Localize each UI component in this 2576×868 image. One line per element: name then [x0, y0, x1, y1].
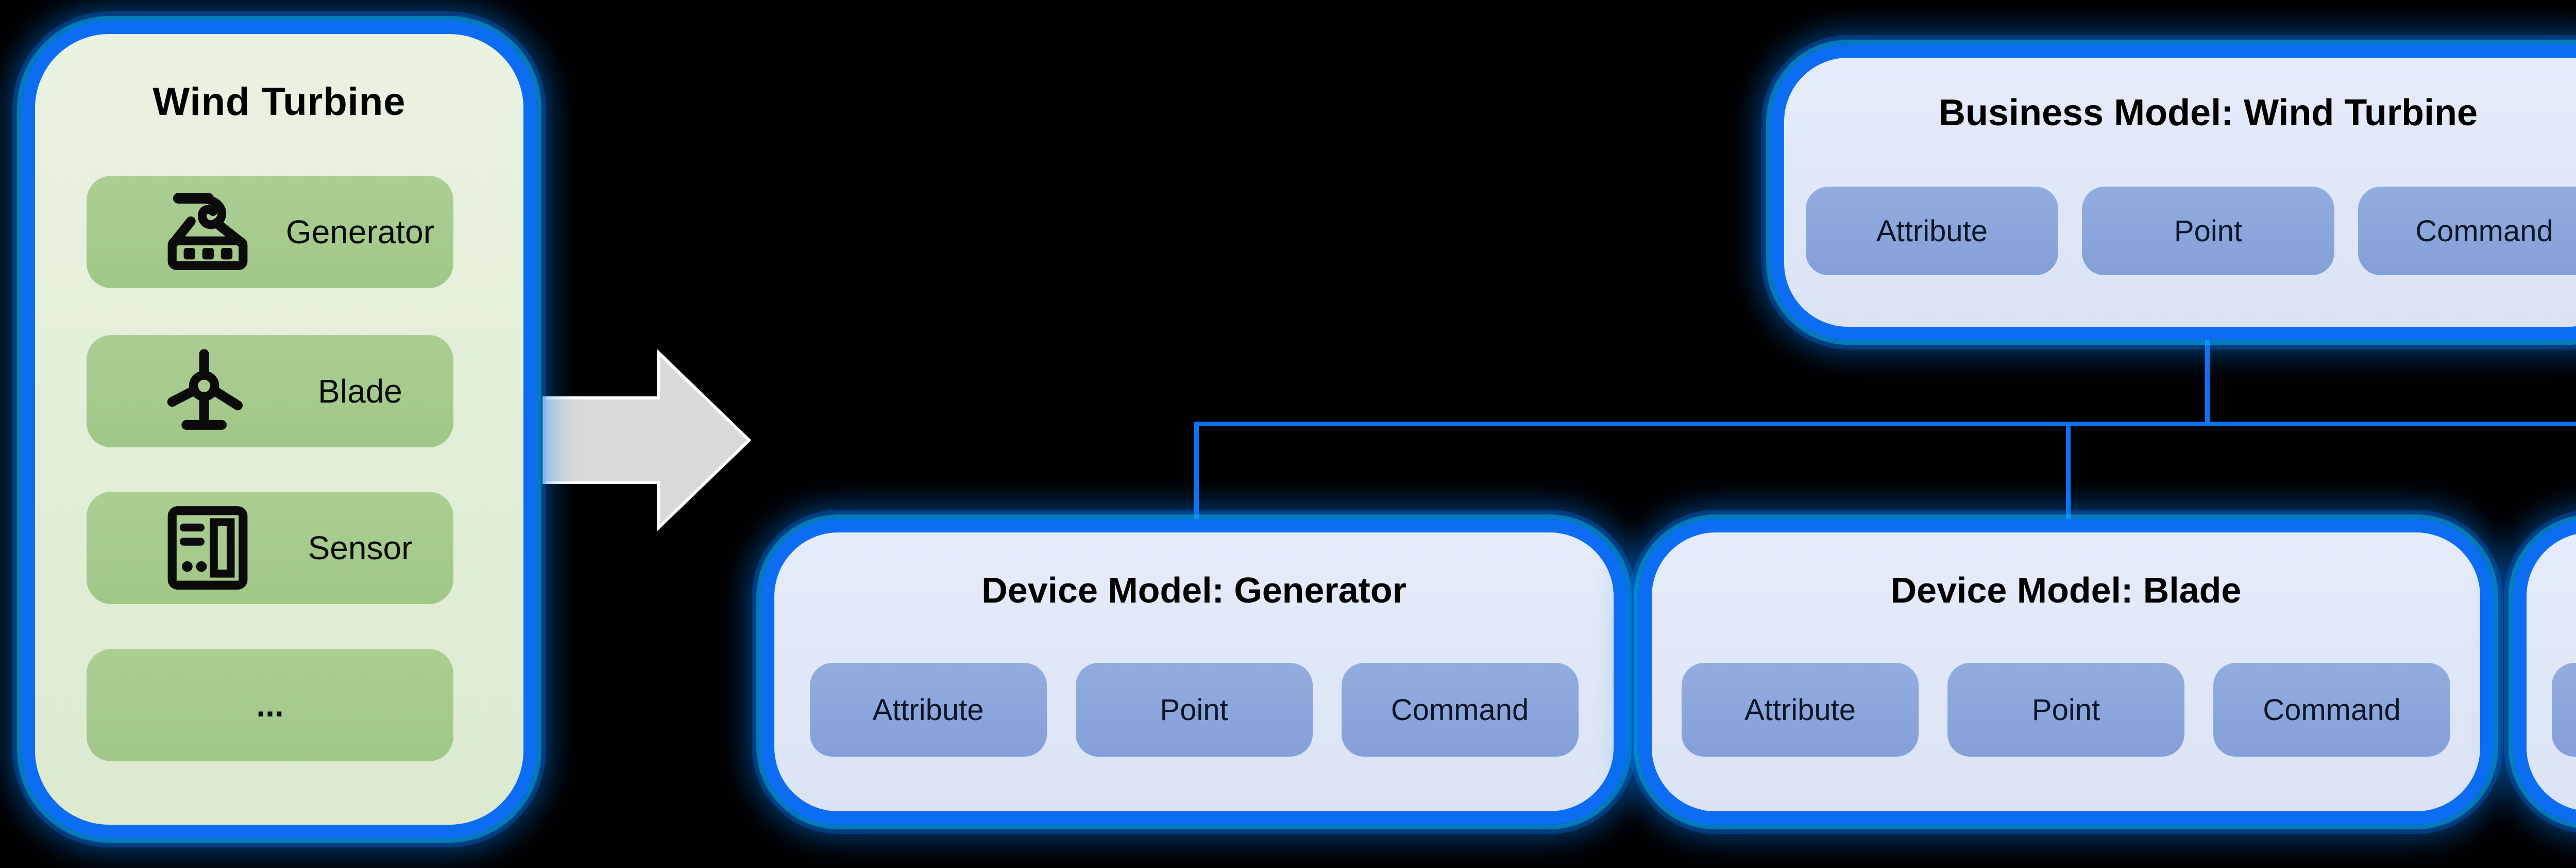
- tag-command: Command: [2358, 187, 2576, 275]
- device-model-title: Device Model: Blade: [1890, 570, 2242, 610]
- device-model-title: Device Model: Sensor: [2527, 570, 2576, 611]
- wind-turbine-source-box: Wind Turbine Generator: [22, 21, 537, 838]
- source-item-ellipsis: ...: [87, 649, 453, 761]
- tag-command: Command: [2213, 663, 2450, 757]
- connector-drop-blade: [2066, 425, 2071, 526]
- tag-attribute: Attribute: [1682, 663, 1919, 757]
- device-model-sensor-box: Device Model: Sensor Attribute Point Com…: [2513, 519, 2576, 825]
- tag-point: Point: [2082, 187, 2334, 275]
- transform-arrow-icon: [543, 348, 752, 532]
- tag-point: Point: [1947, 663, 2184, 757]
- connector-drop-generator: [1194, 425, 1199, 526]
- tag-point: Point: [1075, 663, 1313, 757]
- tag-command: Command: [1341, 663, 1579, 757]
- device-model-tags: Attribute Point Command: [774, 663, 1614, 757]
- source-item-generator: Generator: [87, 176, 453, 288]
- tag-attribute: Attribute: [809, 663, 1047, 757]
- connector-business-to-branch: [2205, 339, 2210, 425]
- wind-turbine-icon: [148, 347, 267, 436]
- source-item-label: Generator: [285, 213, 435, 251]
- device-model-title: Device Model: Generator: [981, 570, 1406, 610]
- device-model-tags: Attribute Point Command: [1652, 663, 2480, 757]
- tag-attribute: Attribute: [2552, 663, 2576, 757]
- sensor-icon: [148, 504, 267, 592]
- device-model-tags: Attribute Point Command: [2527, 663, 2576, 757]
- source-item-label: Blade: [318, 373, 402, 410]
- tag-attribute: Attribute: [1806, 187, 2058, 275]
- source-item-label: Sensor: [308, 529, 413, 566]
- business-model-tags: Attribute Point Command: [1784, 187, 2576, 275]
- device-model-generator-box: Device Model: Generator Attribute Point …: [761, 519, 1627, 825]
- generator-icon: [148, 188, 267, 276]
- source-item-blade: Blade: [87, 335, 453, 447]
- device-model-blade-box: Device Model: Blade Attribute Point Comm…: [1638, 519, 2494, 825]
- source-item-label: ...: [256, 687, 284, 724]
- source-box-title: Wind Turbine: [152, 80, 406, 124]
- source-item-sensor: Sensor: [87, 492, 453, 604]
- business-model-title: Business Model: Wind Turbine: [1938, 92, 2478, 133]
- business-model-box: Business Model: Wind Turbine Attribute P…: [1771, 44, 2576, 340]
- connector-branch-horizontal: [1194, 422, 2576, 426]
